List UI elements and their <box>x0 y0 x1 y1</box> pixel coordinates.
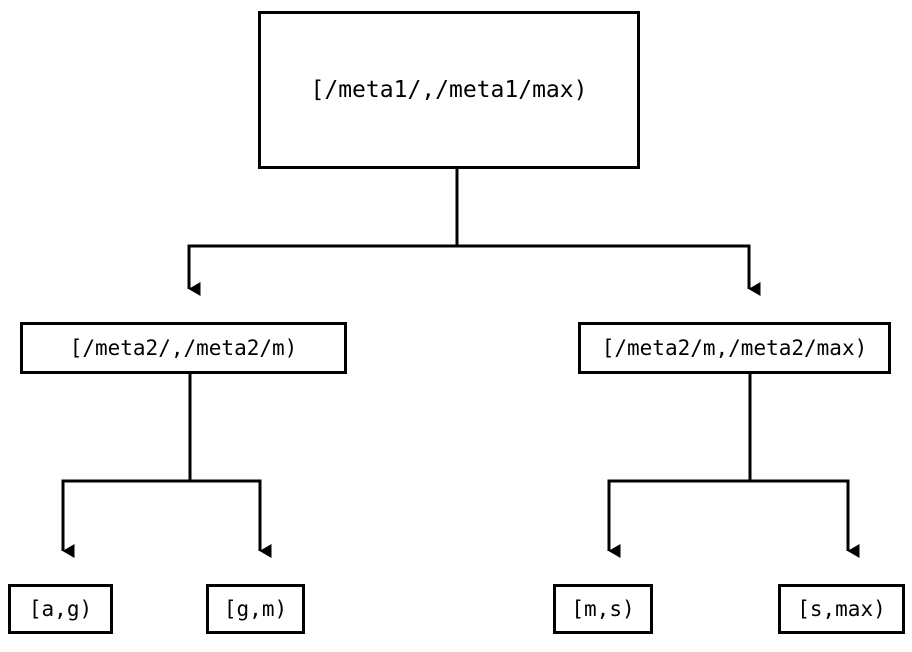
root-node[interactable]: [/meta1/,/meta1/max) <box>258 11 640 169</box>
mid-node-left[interactable]: [/meta2/,/meta2/m) <box>20 322 347 374</box>
edge-mid-right-to-leaf-m-s <box>607 374 752 558</box>
leaf-node-g-m-label: [g,m) <box>223 596 288 621</box>
edge-mid-left-to-leaf-a-g <box>61 374 192 558</box>
mid-node-right[interactable]: [/meta2/m,/meta2/max) <box>578 322 891 374</box>
leaf-node-a-g-label: [a,g) <box>28 596 93 621</box>
edge-mid-left-to-leaf-g-m <box>190 479 272 558</box>
root-node-label: [/meta1/,/meta1/max) <box>310 76 588 103</box>
mid-node-right-label: [/meta2/m,/meta2/max) <box>601 335 868 360</box>
leaf-node-g-m[interactable]: [g,m) <box>206 584 305 634</box>
leaf-node-m-s[interactable]: [m,s) <box>553 584 653 634</box>
mid-node-left-label: [/meta2/,/meta2/m) <box>69 335 298 360</box>
edge-root-to-mid-right <box>457 244 761 296</box>
leaf-node-a-g[interactable]: [a,g) <box>8 584 113 634</box>
leaf-node-s-max-label: [s,max) <box>797 596 886 621</box>
leaf-node-s-max[interactable]: [s,max) <box>778 584 905 634</box>
leaf-node-m-s-label: [m,s) <box>571 596 635 621</box>
edge-mid-right-to-leaf-s-max <box>750 479 860 558</box>
edge-root-to-mid-left <box>187 169 459 296</box>
